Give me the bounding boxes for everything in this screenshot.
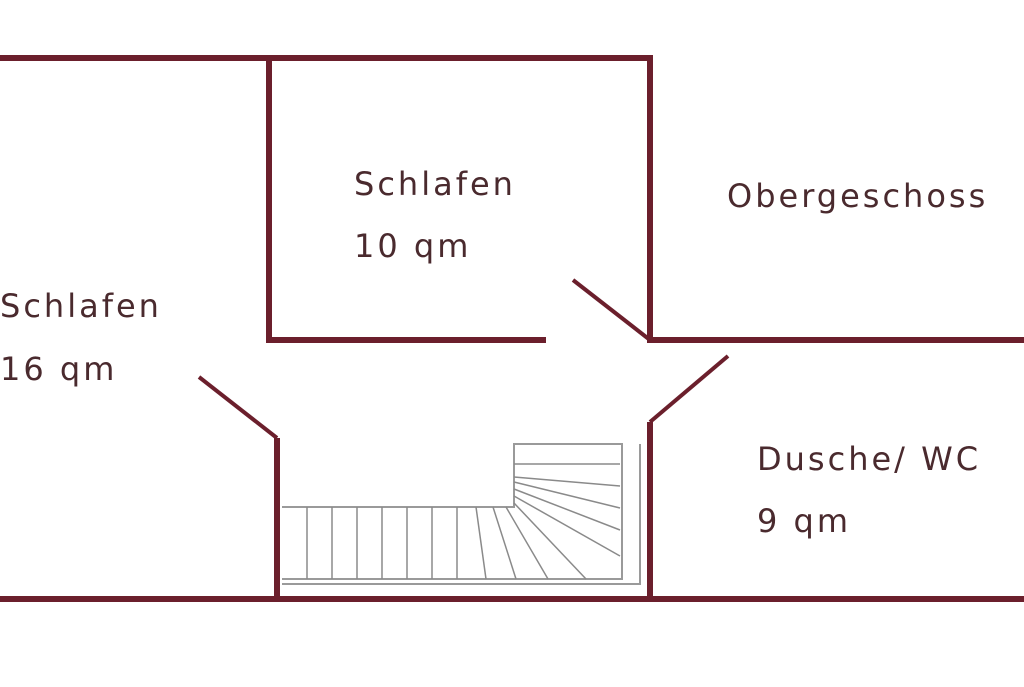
staircase	[282, 443, 641, 585]
stair-step	[513, 481, 621, 509]
door-bedroom-large	[197, 375, 279, 440]
room-name-bedroom-large: Schlafen	[0, 287, 162, 325]
stair-step	[505, 506, 549, 580]
door-bathroom	[648, 354, 730, 424]
stair-step	[513, 488, 621, 531]
door-bedroom-small	[571, 278, 652, 342]
stair-outer-edge	[282, 444, 641, 585]
room-area-bedroom-small: 10 qm	[354, 227, 472, 265]
stair-step	[513, 502, 587, 580]
room-name-bathroom: Dusche/ WC	[757, 440, 982, 478]
stair-step	[492, 506, 517, 580]
room-area-bedroom-large: 16 qm	[0, 350, 118, 388]
stair-step	[475, 506, 487, 580]
stair-step	[513, 495, 621, 557]
stair-outline	[282, 443, 623, 580]
room-name-floor: Obergeschoss	[727, 177, 989, 215]
room-name-bedroom-small: Schlafen	[354, 165, 516, 203]
stair-step	[513, 476, 621, 487]
room-area-bathroom: 9 qm	[757, 502, 852, 540]
